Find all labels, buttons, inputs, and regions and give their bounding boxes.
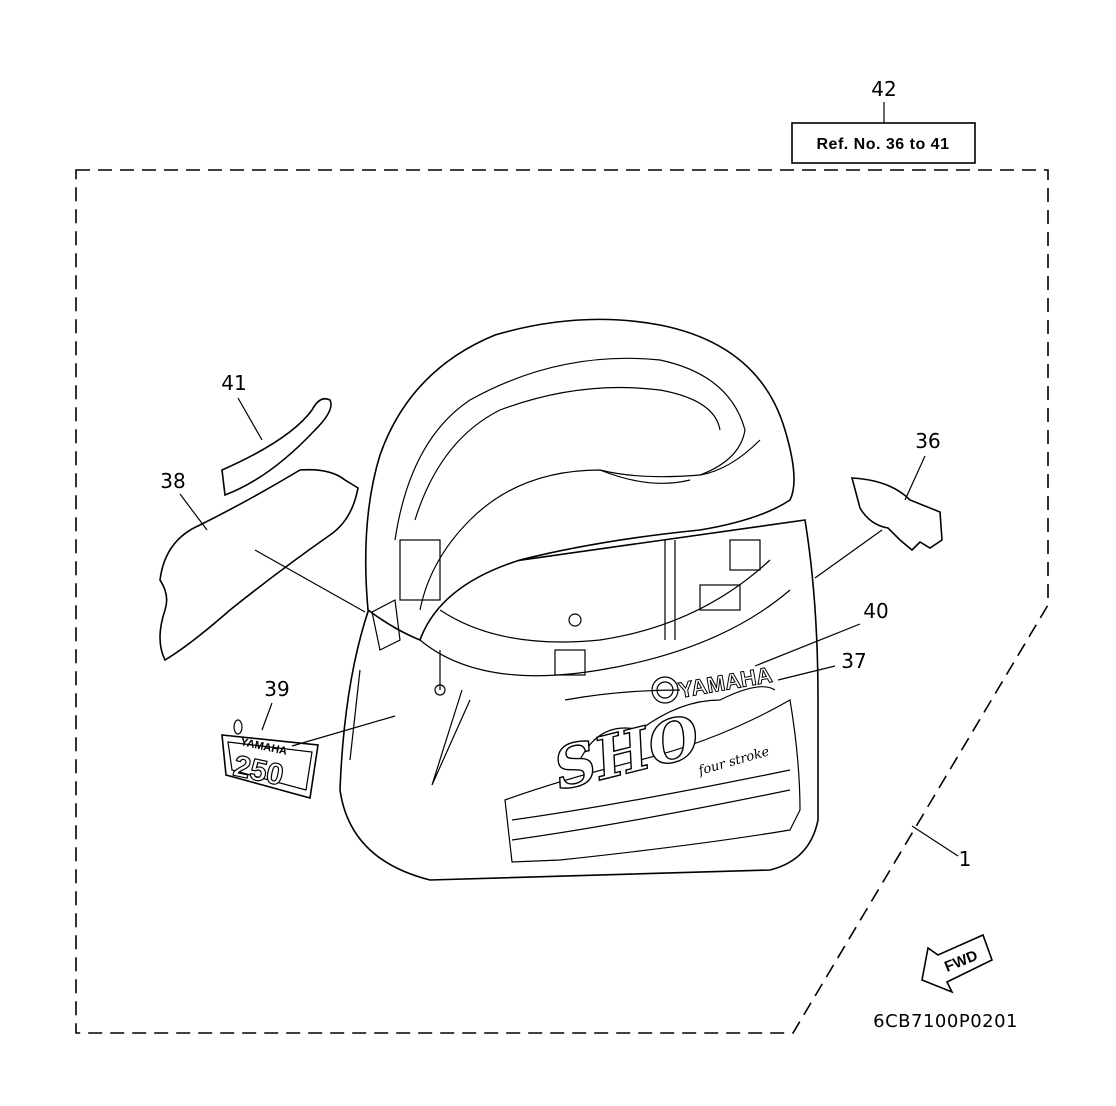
fwd-arrow-icon (921, 933, 993, 994)
callout-41: 41 (221, 371, 246, 395)
decal-39 (221, 719, 319, 800)
callout-38: 38 (160, 469, 185, 493)
callout-36: 36 (915, 429, 940, 453)
top-cowling (339, 318, 819, 881)
part-number: 6CB7100P0201 (873, 1011, 1018, 1032)
ref-box-label: Ref. No. 36 to 41 (817, 136, 950, 153)
decal-41 (221, 397, 332, 497)
kit-boundary (75, 169, 1049, 1034)
callout-1: 1 (959, 847, 972, 871)
decal-36 (850, 477, 943, 552)
ref-box (791, 122, 976, 164)
callout-39: 39 (264, 677, 289, 701)
callout-40: 40 (863, 599, 888, 623)
decal-38 (159, 468, 359, 662)
callout-42: 42 (871, 77, 896, 101)
callout-37: 37 (841, 649, 866, 673)
